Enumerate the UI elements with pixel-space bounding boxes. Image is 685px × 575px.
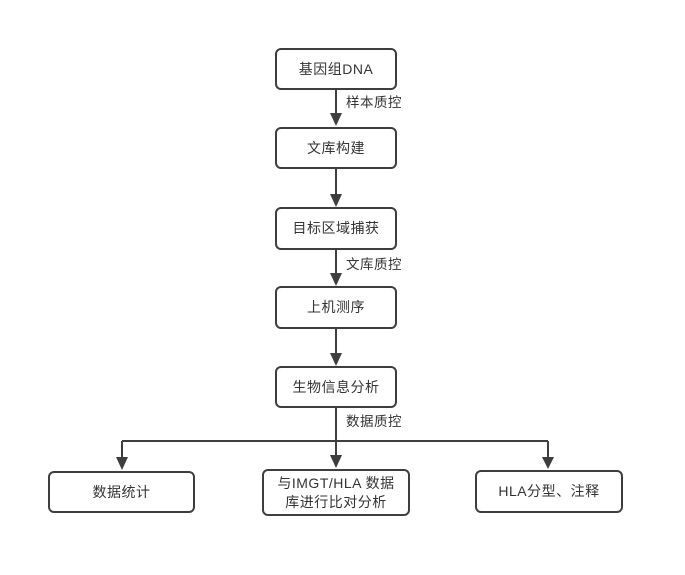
edge-label-sample-qc: 样本质控: [346, 95, 402, 110]
arrowhead-icon: [542, 457, 554, 469]
node-sequencing: 上机测序: [275, 286, 397, 329]
edge-label-data-qc: 数据质控: [346, 414, 402, 429]
node-library-construction: 文库构建: [275, 127, 397, 169]
node-bioinformatics: 生物信息分析: [275, 366, 397, 408]
node-imgt-hla-alignment: 与IMGT/HLA 数据 库进行比对分析: [262, 469, 410, 516]
arrowhead-icon: [330, 353, 342, 366]
arrowhead-icon: [330, 273, 342, 286]
edge-label-library-qc: 文库质控: [346, 257, 402, 272]
node-genomic-dna: 基因组DNA: [275, 48, 397, 90]
arrowhead-icon: [330, 455, 342, 468]
arrowhead-icon: [116, 457, 128, 470]
node-data-statistics: 数据统计: [48, 471, 195, 513]
node-target-capture: 目标区域捕获: [275, 207, 397, 250]
arrowhead-icon: [330, 194, 342, 207]
arrowhead-icon: [330, 113, 342, 126]
node-hla-typing: HLA分型、注释: [475, 470, 623, 513]
